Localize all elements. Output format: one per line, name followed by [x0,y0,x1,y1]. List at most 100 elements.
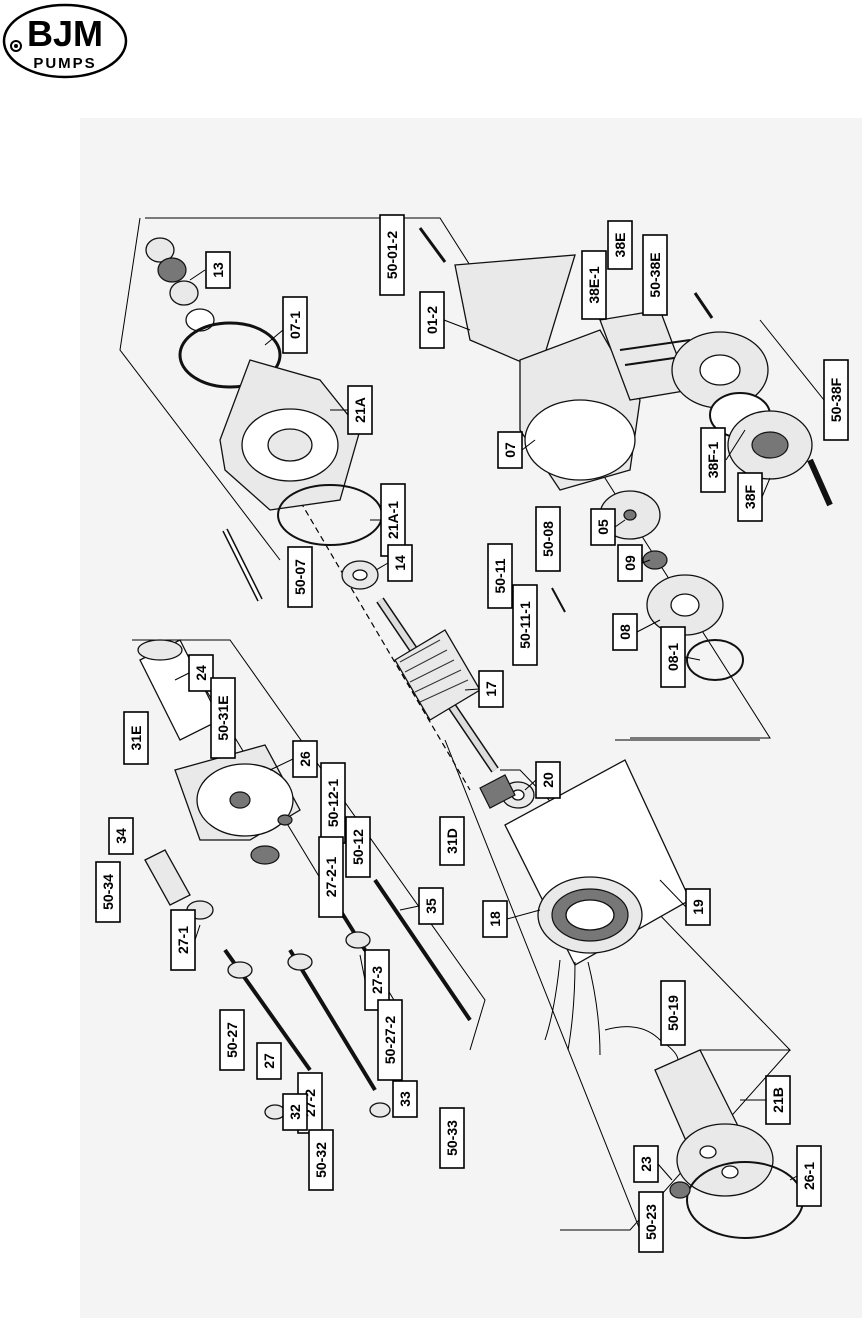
svg-text:27-3: 27-3 [369,966,385,994]
svg-text:50-31E: 50-31E [215,695,231,740]
label-09: 09 [617,544,643,582]
svg-text:38F-1: 38F-1 [705,442,721,479]
bolt-50-01-2 [418,227,447,263]
svg-text:17: 17 [483,681,499,697]
svg-text:13: 13 [210,262,226,278]
svg-text:38E: 38E [612,233,628,258]
casing-07 [519,329,641,491]
svg-text:21B: 21B [770,1087,786,1113]
svg-text:50-23: 50-23 [643,1204,659,1240]
label-20: 20 [535,761,561,799]
logo-text-pumps: PUMPS [33,55,96,72]
label-19: 19 [685,888,711,926]
label-50-34: 50-34 [95,861,121,923]
upper-bearing-housing-26 [174,744,301,841]
label-05: 05 [590,508,616,546]
switch-box-34 [144,849,191,906]
svg-text:26-1: 26-1 [801,1162,817,1190]
label-26: 26 [292,740,318,778]
svg-text:50-27: 50-27 [224,1022,240,1058]
label-38E-1: 38E-1 [581,250,607,320]
label-50-19: 50-19 [660,980,686,1046]
label-35: 35 [418,887,444,925]
label-50-11-1: 50-11-1 [512,584,538,666]
bearing-stack-13 [145,237,215,332]
sensor-27-2 [287,948,377,1092]
leader-lines [174,269,825,1181]
sensor-27 [223,948,312,1072]
svg-text:14: 14 [392,555,408,571]
bearing-14 [341,560,379,590]
label-50-12: 50-12 [345,816,371,878]
label-26-1: 26-1 [796,1145,822,1207]
label-50-27: 50-27 [219,1009,245,1071]
svg-text:38F: 38F [742,484,758,509]
svg-text:50-38F: 50-38F [828,377,844,422]
label-50-01-2: 50-01-2 [379,214,405,296]
svg-text:50-27-2: 50-27-2 [382,1016,398,1064]
label-21A: 21A [347,385,373,435]
svg-text:01-2: 01-2 [424,306,440,334]
label-33: 33 [392,1080,418,1118]
label-01-2: 01-2 [419,291,445,349]
bolt-50-07 [222,528,263,602]
label-34: 34 [108,817,134,855]
svg-text:20: 20 [540,772,556,788]
label-38F-1: 38F-1 [700,427,726,493]
svg-text:50-34: 50-34 [100,874,116,910]
screw-50-08 [551,587,566,613]
svg-text:07-1: 07-1 [287,311,303,339]
bolt-50-38F [807,458,833,507]
rod-35 [373,878,472,1022]
bjm-pumps-logo: BJM PUMPS [2,3,128,79]
logo-text-bjm: BJM [27,13,103,54]
label-07-1: 07-1 [282,296,308,354]
capacitor-24 [137,639,221,741]
svg-text:33: 33 [397,1091,413,1107]
label-38F: 38F [737,472,763,522]
label-21A-1: 21A-1 [380,483,406,557]
bolt-50-38E [693,292,714,319]
flange-38F [727,410,813,480]
svg-text:35: 35 [423,898,439,914]
float-33 [369,1102,391,1118]
svg-text:50-32: 50-32 [313,1142,329,1178]
label-50-11: 50-11 [487,543,513,609]
label-14: 14 [387,544,413,582]
label-50-31E: 50-31E [210,677,236,759]
svg-text:31D: 31D [444,828,460,854]
label-27: 27 [256,1042,282,1080]
svg-text:21A-1: 21A-1 [385,501,401,539]
flange-38F-1 [671,331,769,409]
svg-text:50-19: 50-19 [665,995,681,1031]
svg-text:50-01-2: 50-01-2 [384,231,400,279]
label-24: 24 [188,654,214,692]
label-50-07: 50-07 [287,546,313,608]
svg-text:08-1: 08-1 [665,643,681,671]
svg-text:27-1: 27-1 [175,926,191,954]
label-50-38F: 50-38F [823,359,849,441]
label-13: 13 [205,251,231,289]
svg-text:24: 24 [193,665,209,681]
label-27-2-1: 27-2-1 [318,836,344,918]
label-38E: 38E [607,220,633,270]
label-50-38E: 50-38E [642,234,668,316]
svg-text:50-11: 50-11 [492,558,508,593]
seal-09 [642,550,668,570]
label-27-3: 27-3 [364,949,390,1011]
label-31E: 31E [123,711,149,765]
svg-text:50-12: 50-12 [350,829,366,865]
label-23: 23 [633,1145,659,1183]
svg-text:08: 08 [617,624,633,640]
stator-housing-19 [504,759,691,966]
label-32: 32 [282,1093,308,1131]
label-21B: 21B [765,1075,791,1125]
svg-text:19: 19 [690,899,706,915]
label-08-1: 08-1 [660,626,686,688]
label-07: 07 [497,431,523,469]
svg-text:50-07: 50-07 [292,559,308,595]
bracket-31D-part [479,774,516,809]
label-50-33: 50-33 [439,1107,465,1169]
label-17: 17 [478,670,504,708]
float-32 [264,1104,286,1120]
